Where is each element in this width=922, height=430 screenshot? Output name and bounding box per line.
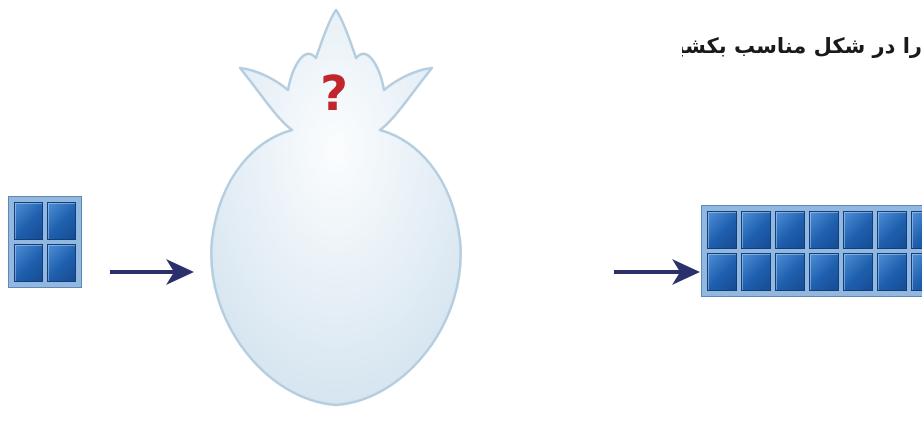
- instruction-text: را در شکل مناسب بکشید.: [682, 26, 922, 66]
- output-cell: [843, 211, 873, 249]
- input-cell: [14, 202, 43, 240]
- input-arrow-icon: [108, 256, 196, 288]
- output-cell: [877, 253, 907, 291]
- output-cell: [741, 253, 771, 291]
- output-arrow-icon: [612, 256, 702, 288]
- function-machine: ?: [196, 0, 476, 430]
- output-cell: [911, 253, 922, 291]
- output-cell: [843, 253, 873, 291]
- machine-question-mark: ?: [320, 66, 348, 122]
- output-cell: [775, 211, 805, 249]
- output-grid: [701, 205, 922, 297]
- input-cell: [47, 244, 76, 282]
- output-cell: [809, 253, 839, 291]
- input-cell: [14, 244, 43, 282]
- output-cell: [775, 253, 805, 291]
- input-cell: [47, 202, 76, 240]
- output-cell: [877, 211, 907, 249]
- input-grid: [8, 196, 82, 288]
- output-cell: [741, 211, 771, 249]
- output-cell: [809, 211, 839, 249]
- output-cell: [911, 211, 922, 249]
- output-cell: [707, 211, 737, 249]
- output-cell: [707, 253, 737, 291]
